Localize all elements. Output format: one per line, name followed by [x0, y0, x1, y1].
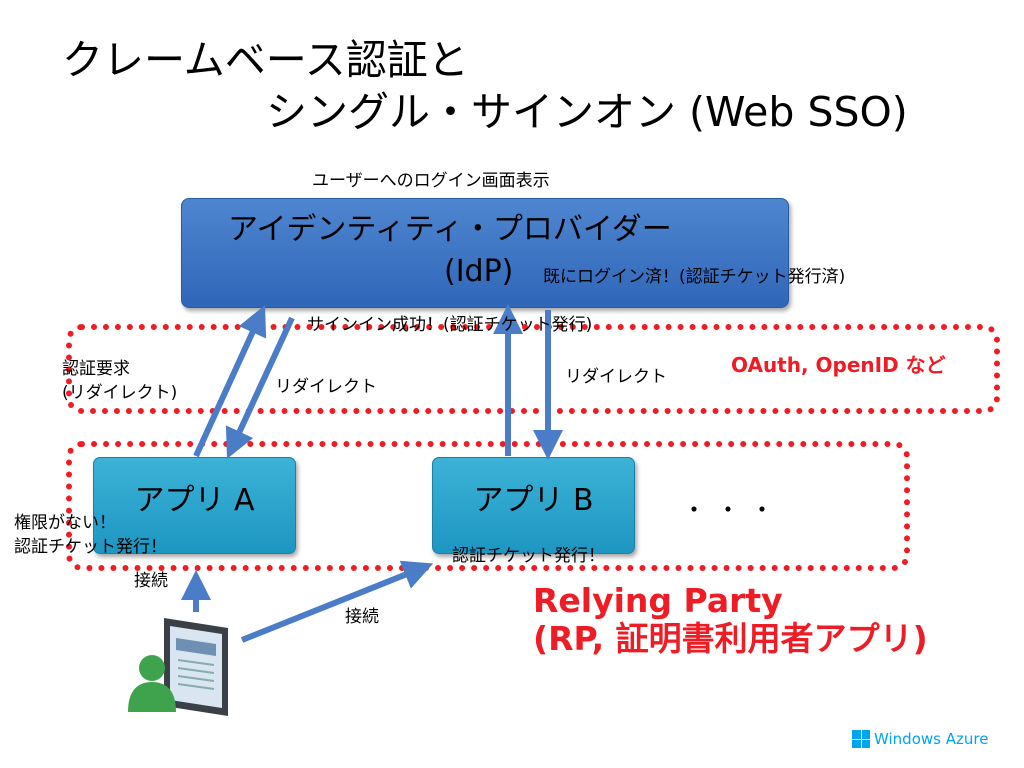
- signin-success-label: サインイン成功！(認証チケット発行): [307, 315, 593, 335]
- windows-azure-logo: Windows Azure: [852, 730, 988, 748]
- idp-box: [181, 198, 789, 308]
- relying-party-group-border: [66, 441, 910, 571]
- app-b-note: 認証チケット発行！: [452, 546, 605, 566]
- windows-logo-icon: [852, 730, 870, 748]
- protocol-group-border: [66, 324, 1000, 414]
- idp-note: 既にログイン済！(認証チケット発行済): [543, 267, 846, 287]
- redirect-label-b: リダイレクト: [565, 367, 667, 387]
- relying-party-label-line2: (RP, 証明書利用者アプリ): [533, 619, 928, 658]
- arrow-app-a-to-idp: [193, 305, 267, 458]
- auth-request-label-line2: (リダイレクト): [62, 383, 178, 403]
- more-apps-ellipsis: ・・・: [682, 496, 784, 524]
- connect-label-a: 接続: [134, 571, 168, 591]
- idp-caption: ユーザーへのログイン画面表示: [312, 171, 550, 191]
- windows-azure-text: Windows Azure: [874, 730, 989, 748]
- slide-title-line2: シングル・サインオン (Web SSO): [266, 88, 908, 136]
- idp-name-line1: アイデンティティ・プロバイダー: [228, 212, 672, 247]
- redirect-label-a: リダイレクト: [275, 377, 377, 397]
- app-a-note-line1: 権限がない！: [14, 513, 116, 533]
- arrow-idp-to-app-a: [225, 316, 295, 459]
- slide-title-line1: クレームベース認証と: [62, 36, 469, 84]
- arrow-user-to-app-b: [240, 560, 434, 643]
- protocols-label: OAuth, OpenID など: [731, 353, 946, 377]
- app-b-box: アプリ B: [432, 457, 635, 554]
- auth-request-label-line1: 認証要求: [62, 359, 130, 379]
- idp-name-line2: (IdP): [444, 254, 514, 289]
- user-computer-icon: [128, 618, 228, 716]
- connect-label-b: 接続: [345, 607, 379, 627]
- app-a-box: アプリ A: [93, 457, 296, 554]
- app-a-note-line2: 認証チケット発行！: [14, 537, 167, 557]
- relying-party-label-line1: Relying Party: [533, 581, 783, 620]
